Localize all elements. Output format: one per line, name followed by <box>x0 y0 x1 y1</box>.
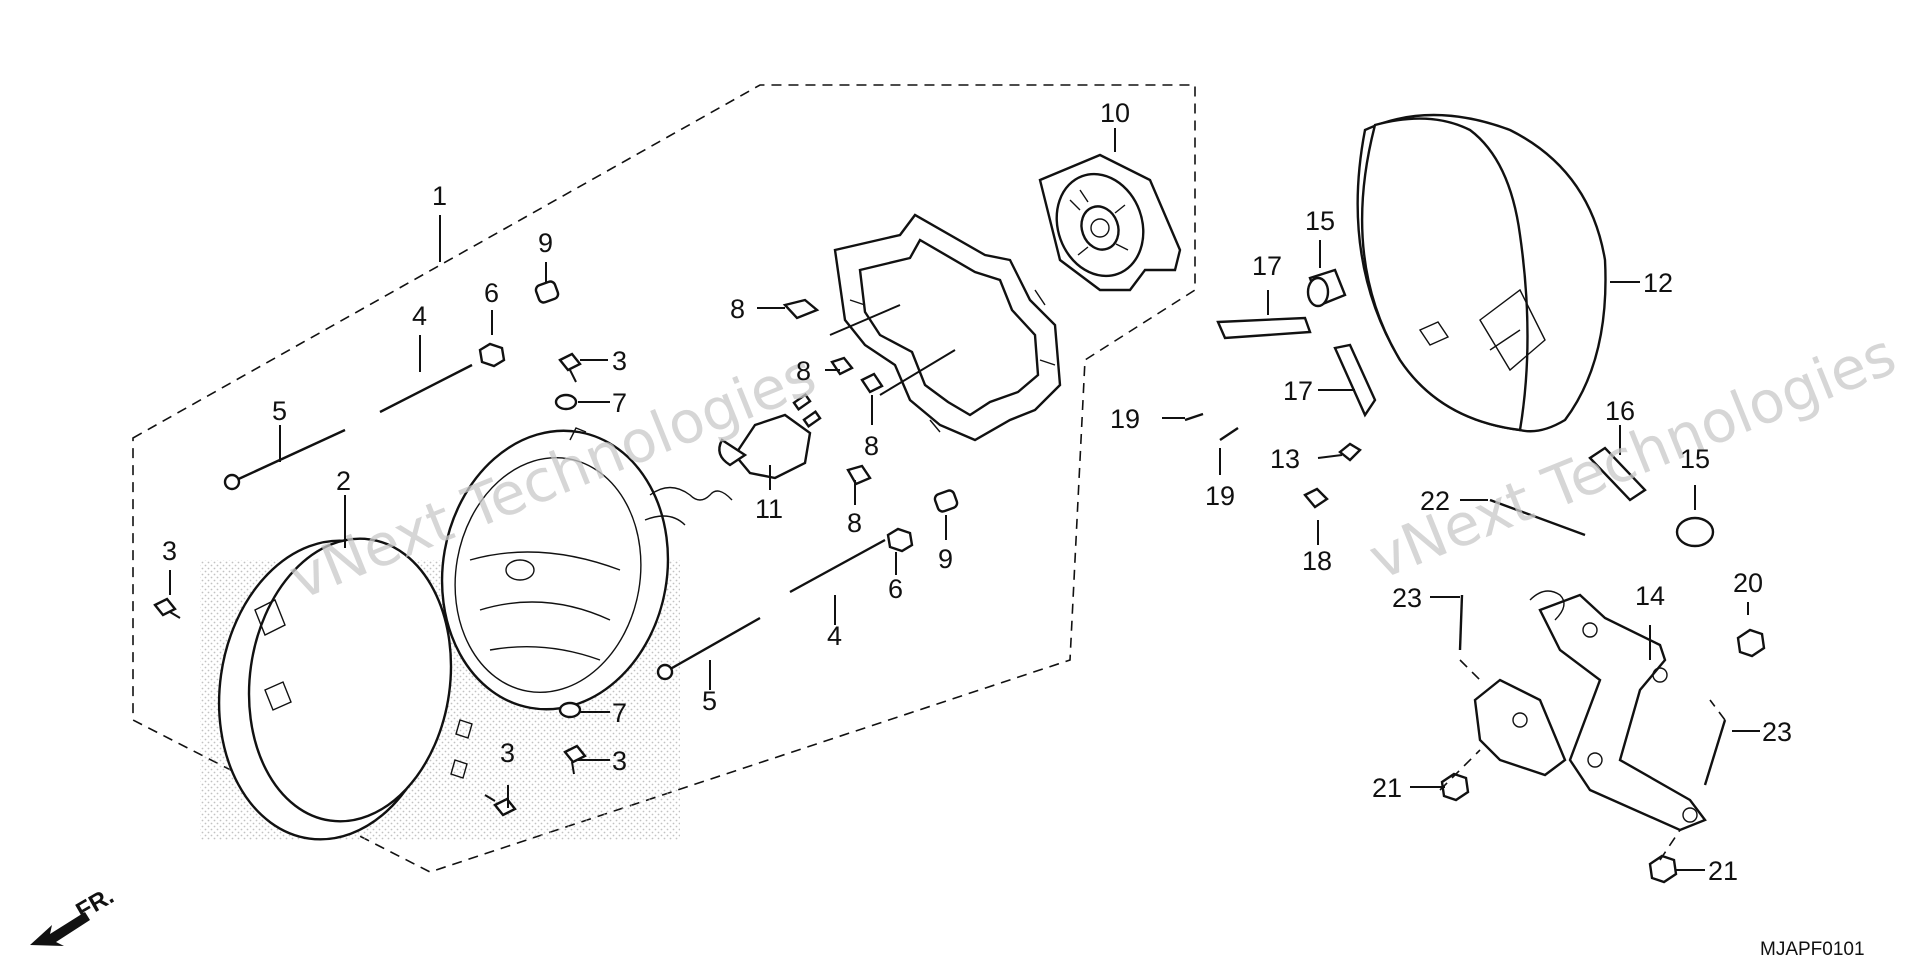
hardware-parts <box>153 268 1766 884</box>
callout-8: 8 <box>796 356 811 386</box>
callout-9: 9 <box>938 544 953 574</box>
callout-21: 21 <box>1708 856 1738 886</box>
callout-8: 8 <box>864 431 879 461</box>
callout-23: 23 <box>1392 583 1422 613</box>
diagram-code: MJAPF0101 <box>1760 939 1865 960</box>
callout-15: 15 <box>1305 206 1335 236</box>
callout-19: 19 <box>1205 481 1235 511</box>
callout-14: 14 <box>1635 581 1665 611</box>
callout-21: 21 <box>1372 773 1402 803</box>
callout-17: 17 <box>1252 251 1282 281</box>
callout-6: 6 <box>888 574 903 604</box>
callout-23: 23 <box>1762 717 1792 747</box>
callout-9: 9 <box>538 228 553 258</box>
callout-18: 18 <box>1302 546 1332 576</box>
headlight-unit <box>440 427 733 711</box>
callout-5: 5 <box>272 396 287 426</box>
callout-3: 3 <box>162 536 177 566</box>
callout-17: 17 <box>1283 376 1313 406</box>
leader-lines <box>169 128 1760 871</box>
callout-8: 8 <box>847 508 862 538</box>
callout-3: 3 <box>500 738 515 768</box>
callout-7: 7 <box>612 388 627 418</box>
mounting-bracket <box>1473 590 1707 832</box>
socket-cover <box>1038 153 1182 292</box>
callout-4: 4 <box>827 621 842 651</box>
callout-5: 5 <box>702 686 717 716</box>
callout-22: 22 <box>1420 486 1450 516</box>
callout-11: 11 <box>755 494 783 524</box>
callouts: 1 2 3 3 3 3 4 4 5 5 6 6 7 7 8 8 8 8 9 9 … <box>162 98 1792 886</box>
callout-16: 16 <box>1605 396 1635 426</box>
callout-12: 12 <box>1643 268 1673 298</box>
callout-4: 4 <box>412 301 427 331</box>
bulb <box>718 393 822 480</box>
callout-7: 7 <box>612 698 627 728</box>
callout-3: 3 <box>612 346 627 376</box>
headlight-case-shell <box>1356 113 1607 433</box>
callout-13: 13 <box>1270 444 1300 474</box>
callout-2: 2 <box>336 466 351 496</box>
callout-19: 19 <box>1110 404 1140 434</box>
headlight-case-frame <box>829 213 1062 442</box>
callout-15: 15 <box>1680 444 1710 474</box>
callout-1: 1 <box>432 181 447 211</box>
front-arrow-icon <box>30 912 90 946</box>
front-direction-indicator: FR. <box>30 882 118 946</box>
headlight-rim-ring <box>217 537 473 841</box>
callout-6: 6 <box>484 278 499 308</box>
callout-3: 3 <box>612 746 627 776</box>
callout-20: 20 <box>1733 568 1763 598</box>
callout-8: 8 <box>730 294 745 324</box>
callout-10: 10 <box>1100 98 1130 128</box>
